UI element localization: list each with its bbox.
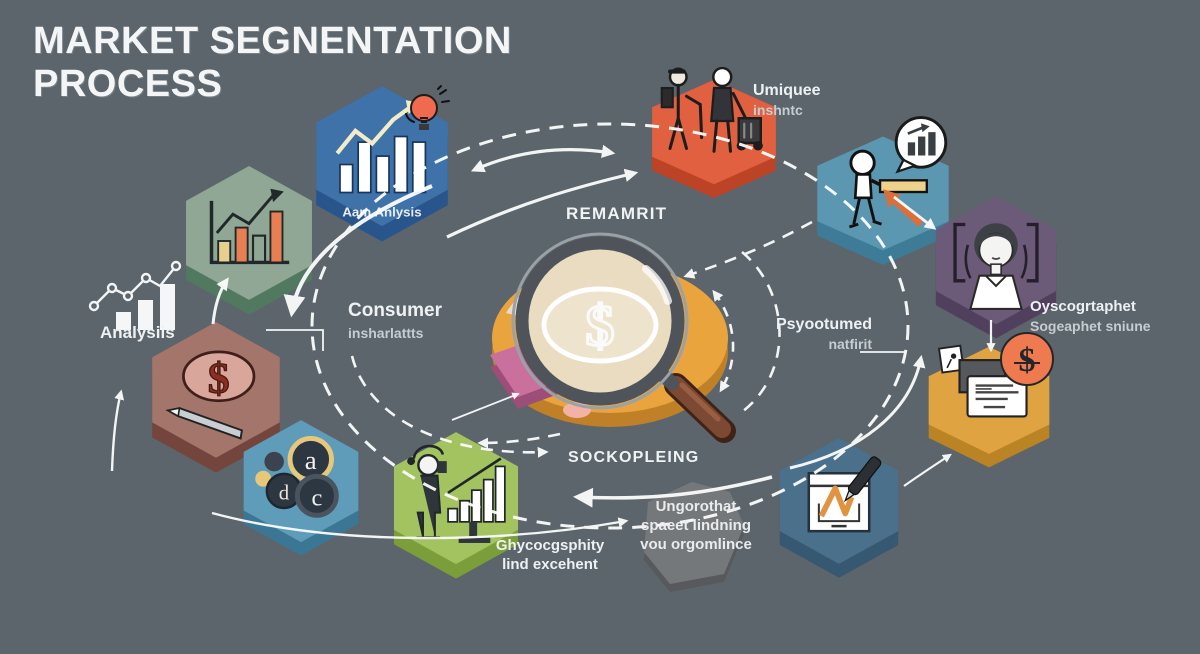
label-consumer-sub: insharlattts [348,325,424,341]
label-analysis: Analysiis [100,323,175,342]
label-consumer-title: Consumer [348,300,442,321]
pie-magnifier-graphic: $ [490,232,736,443]
label-geographic-title: Ghycocgsphity [495,537,605,554]
label-psychographic-sub: natfirit [828,336,872,352]
label-remamrit: REMAMRIT [566,204,668,223]
callout-line-3: vou orgomlince [640,535,752,553]
label-unique-sub: inshntc [753,102,803,118]
arrow-blue-to-orange [470,144,616,173]
svg-text:c: c [311,485,322,512]
node-growth-chart [186,166,312,315]
lightbulb-icon [405,85,450,130]
label-demographic-sub: Sogeaphet sniune [1030,318,1151,334]
trend-mini-chart-icon [88,260,182,330]
node-money-note: $ [152,322,280,473]
label-geographic: Ghycocgsphity lind excehent [460,537,640,573]
label-psychographic: Psyootumed natfirit [762,316,872,352]
growth-chart-icon [209,188,290,265]
node-pen-chart [779,438,899,578]
svg-text:a: a [305,445,317,475]
label-unique: Umiquee inshntc [753,82,821,118]
dollar-coin-icon: $ [1000,332,1054,386]
svg-text:$: $ [208,355,230,403]
title-line-2: PROCESS [33,62,223,105]
money-pencil-icon: $ [165,350,256,440]
callout-text: Ungorothat spaeet lindning vou orgomlinc… [640,498,752,554]
svg-text:$: $ [1019,342,1036,379]
label-psychographic-title: Psyootumed [775,316,872,333]
svg-text:$: $ [586,293,615,358]
label-geographic-sub: lind excehent [502,556,598,573]
arrow-up-left-edge [110,389,125,472]
svg-text:d: d [279,482,290,504]
label-consumer: Consumer insharlattts [348,300,442,341]
node-letter-badges: a d c [243,420,359,556]
label-demographic: Oyscogrtaphet Sogeaphet sniune [1030,298,1151,334]
label-demographic-title: Oyscogrtaphet [1030,298,1136,315]
node-documents [928,344,1050,468]
node-woman [935,196,1057,339]
node-market-analysis-label: Aam Anlysis [342,204,421,219]
documents-icon [937,344,1028,418]
page-title: MARKET SEGNENTATION PROCESS [33,20,512,105]
woman-portrait-icon [953,222,1039,310]
callout-line-1: Ungorothat [655,498,737,515]
label-unique-title: Umiquee [753,82,821,99]
title-line-1: MARKET SEGNENTATION [33,20,512,62]
callout-line-2: spaeet lindning [640,516,751,534]
label-sockopleing: SOCKOPLEING [568,449,700,466]
